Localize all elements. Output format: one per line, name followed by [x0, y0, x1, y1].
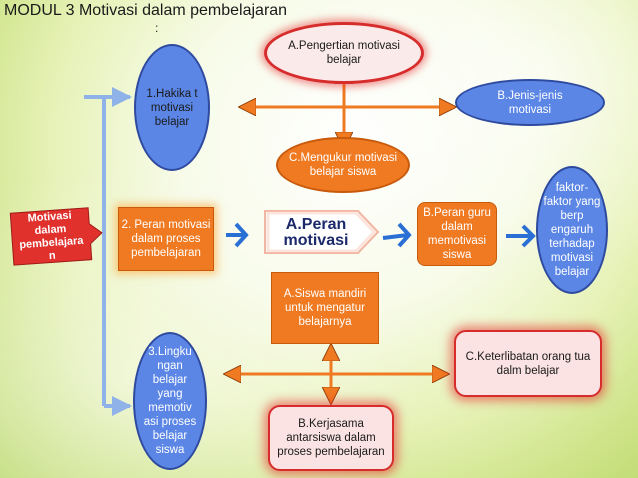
node-kerjasama: B.Kerjasama antarsiswa dalam proses pemb…	[268, 405, 394, 471]
chevron-arrow-1-icon	[226, 222, 249, 248]
node-main-topic: Motivasi dalam pembelajara n	[8, 205, 94, 269]
node-lingkungan: 3.Lingku ngan belajar yang memotiv asi p…	[133, 332, 207, 470]
node-kerjasama-label: B.Kerjasama antarsiswa dalam proses pemb…	[277, 418, 385, 458]
node-a-peran: A.Peran motivasi	[268, 214, 364, 252]
node-mengukur-label: C.Mengukur motivasi belajar siswa	[288, 152, 397, 178]
page-title: MODUL 3 Motivasi dalam pembelajaran	[4, 2, 288, 19]
peran-banner-shape	[264, 210, 380, 254]
node-peran-guru-label: B.Peran guru dalam memotivasi siswa	[423, 207, 491, 261]
node-siswa-mandiri: A.Siswa mandiri untuk mengatur belajarny…	[271, 272, 379, 344]
node-peran-proses: 2. Peran motivasi dalam proses pembelaja…	[118, 207, 214, 271]
node-lingkungan-label: 3.Lingku ngan belajar yang memotiv asi p…	[143, 346, 197, 456]
node-peran-proses-label: 2. Peran motivasi dalam proses pembelaja…	[121, 219, 211, 259]
node-hakikat-label: 1.Hakika t motivasi belajar	[146, 87, 198, 128]
node-faktor: faktor- faktor yang berp engaruh terhada…	[536, 166, 608, 294]
node-pengertian: A.Pengertian motivasi belajar	[264, 22, 424, 84]
node-mengukur-motivasi: C.Mengukur motivasi belajar siswa	[276, 137, 410, 193]
node-main-label: Motivasi dalam pembelajara n	[18, 209, 84, 263]
node-jenis-motivasi: B.Jenis-jenis motivasi	[455, 79, 605, 126]
node-keterlibatan: C.Keterlibatan orang tua dalm belajar	[454, 330, 602, 397]
node-siswa-mandiri-label: A.Siswa mandiri untuk mengatur belajarny…	[283, 288, 367, 328]
node-faktor-label: faktor- faktor yang berp engaruh terhada…	[543, 182, 601, 278]
node-a-peran-label: A.Peran motivasi	[283, 216, 349, 249]
node-pengertian-label: A.Pengertian motivasi belajar	[288, 40, 400, 66]
colon-mark: :	[155, 21, 159, 35]
chevron-arrow-2-icon	[382, 222, 412, 248]
main-topic-shape	[9, 207, 103, 266]
node-jenis-label: B.Jenis-jenis motivasi	[497, 89, 563, 116]
left-bracket	[84, 87, 132, 416]
node-hakikat-motivasi: 1.Hakika t motivasi belajar	[134, 44, 210, 171]
chevron-arrow-3-icon	[506, 224, 536, 248]
node-peran-guru: B.Peran guru dalam memotivasi siswa	[417, 202, 497, 266]
node-keterlibatan-label: C.Keterlibatan orang tua dalm belajar	[465, 350, 591, 377]
